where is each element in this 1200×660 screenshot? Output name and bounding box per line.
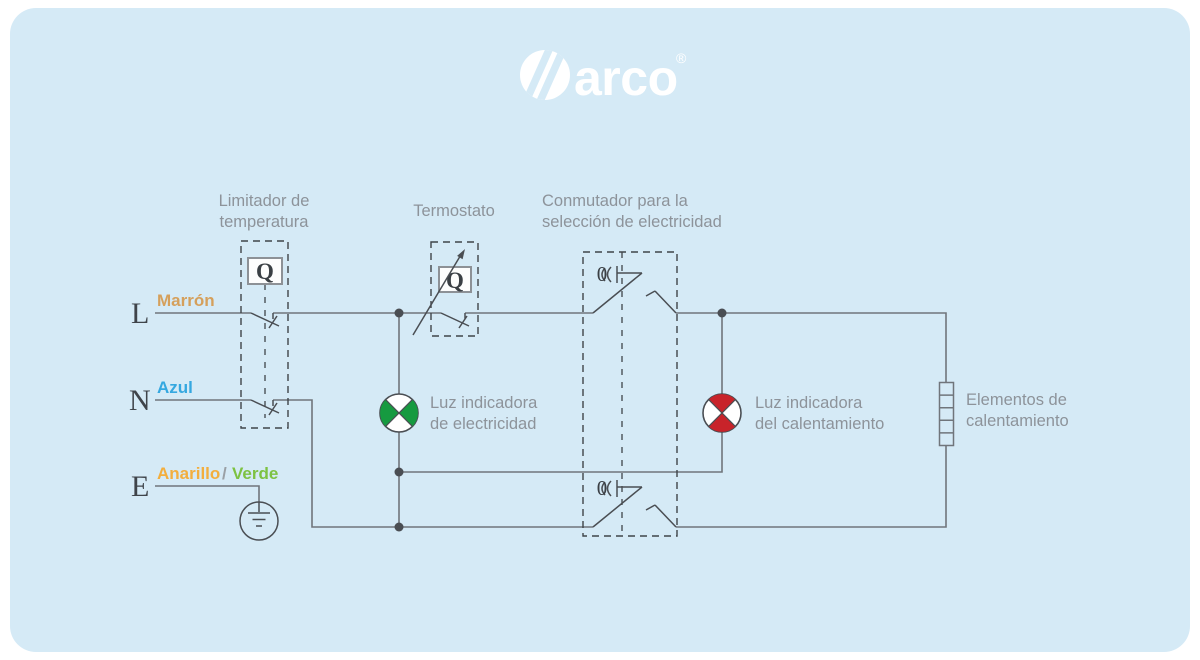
selector-switch-label-line2: selección de electricidad xyxy=(542,213,722,231)
registered-mark-icon: ® xyxy=(676,50,687,66)
temperature-limiter-switch-n xyxy=(250,399,280,416)
electricity-indicator-label-line2: de electricidad xyxy=(430,415,536,433)
selector-switch-top-pole: 0 xyxy=(592,262,677,314)
thermostat-box xyxy=(430,241,479,337)
wire-l xyxy=(155,312,947,382)
selector-switch-zero-top: 0 xyxy=(597,262,608,286)
heating-indicator-label-line2: del calentamiento xyxy=(755,415,884,433)
electricity-indicator-lamp-icon xyxy=(379,393,419,433)
junction-dot xyxy=(394,467,404,477)
junction-dot xyxy=(717,308,727,318)
temperature-limiter-box xyxy=(240,240,289,429)
heating-indicator-label-line1: Luz indicadora xyxy=(755,394,863,412)
temperature-limiter-label-line1: Limitador de xyxy=(219,192,310,210)
selector-switch-box xyxy=(582,251,678,537)
thermostat-label: Termostato xyxy=(413,202,495,220)
wire-color-anarillo-label: Anarillo xyxy=(157,464,220,483)
wire-heating-lamp-branch xyxy=(399,313,723,473)
thermostat-switch xyxy=(440,312,470,329)
wire-color-azul-label: Azul xyxy=(157,378,193,397)
thermostat-q-box xyxy=(438,266,472,293)
logo-text: arco xyxy=(574,50,678,106)
terminal-l-label: L xyxy=(131,297,149,330)
wire-e xyxy=(155,485,260,502)
logo-icon-stripes xyxy=(521,50,568,100)
diagram-panel xyxy=(10,8,1190,652)
junction-dot xyxy=(394,308,404,318)
temperature-limiter-label-line2: temperatura xyxy=(220,213,310,231)
temperature-limiter-q-box xyxy=(247,257,283,285)
heating-elements-label-line1: Elementos de xyxy=(966,391,1067,409)
arco-logo: arco ® xyxy=(520,50,687,106)
wire-color-marron-label: Marrón xyxy=(157,291,215,310)
heating-element-icon xyxy=(938,381,955,447)
wire-color-separator: / xyxy=(222,464,227,483)
selector-switch-bottom-pole: 0 xyxy=(592,476,677,528)
thermostat-q-symbol: Q xyxy=(446,268,464,293)
heating-indicator-lamp-icon xyxy=(702,393,742,433)
selector-switch-zero-bottom: 0 xyxy=(597,476,608,500)
terminal-n-label: N xyxy=(129,384,151,417)
temperature-limiter-switch-l xyxy=(250,312,280,329)
wire-n xyxy=(155,399,947,528)
terminal-e-label: E xyxy=(131,470,149,503)
selector-switch-label-line1: Conmutador para la xyxy=(542,192,689,210)
heating-elements-label-line2: calentamiento xyxy=(966,412,1069,430)
ground-icon xyxy=(239,501,279,541)
thermostat-adjust-arrow-icon xyxy=(412,249,465,336)
electricity-indicator-label-line1: Luz indicadora xyxy=(430,394,538,412)
junction-dot xyxy=(394,522,404,532)
wire-color-verde-label: Verde xyxy=(232,464,278,483)
temperature-limiter-q-symbol: Q xyxy=(256,259,274,284)
